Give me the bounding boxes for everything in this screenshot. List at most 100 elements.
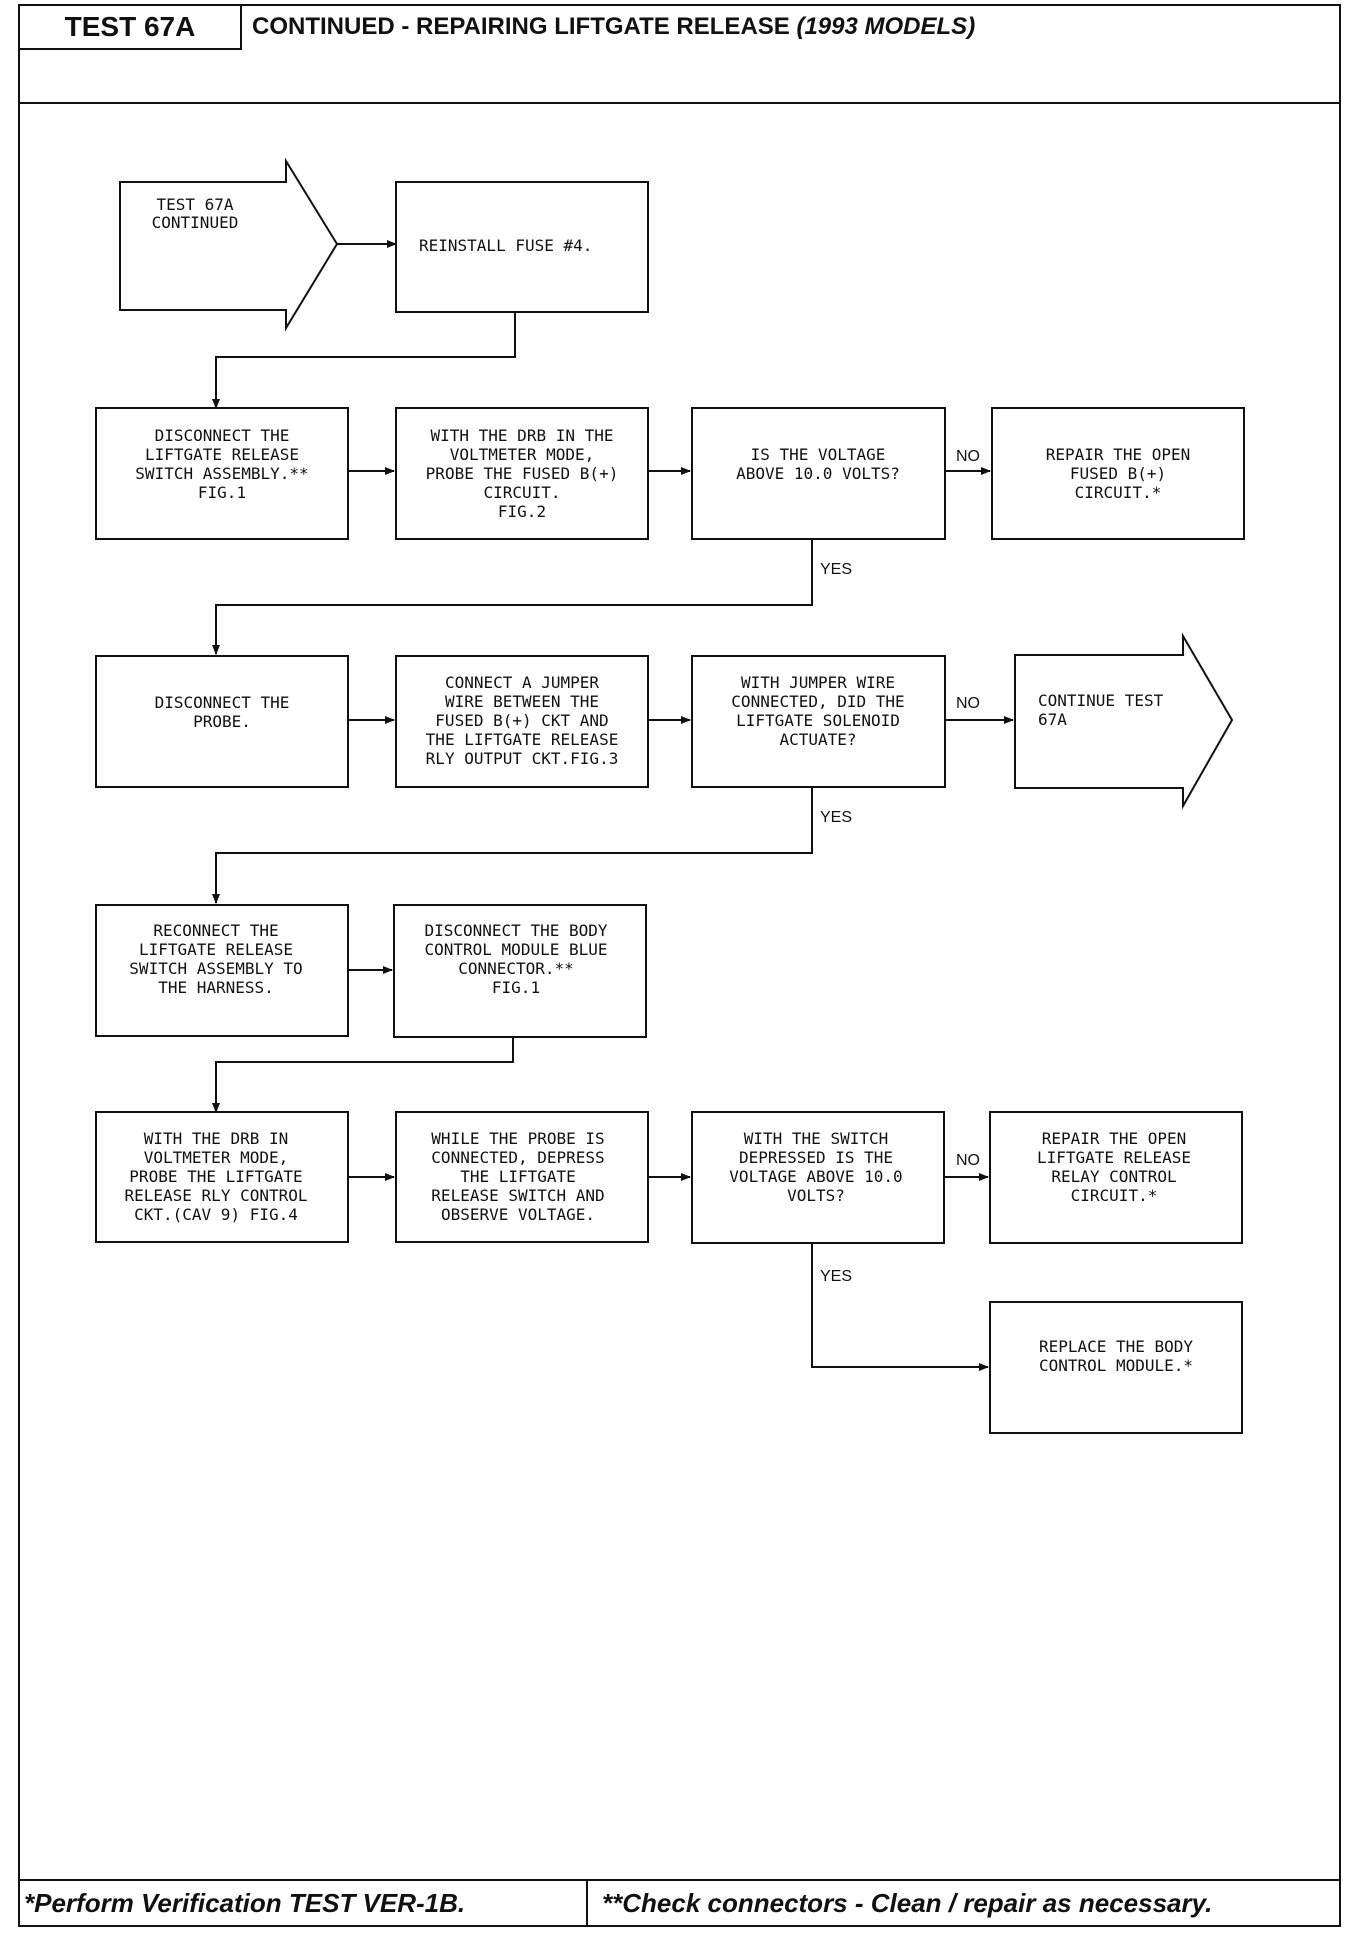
footnote-connectors: **Check connectors - Clean / repair as n…: [602, 1888, 1213, 1918]
text-line: FIG.1: [198, 483, 246, 502]
disconnect-probe-box: [95, 655, 349, 788]
text-line: WITH THE SWITCH: [744, 1129, 889, 1148]
text-line: LIFTGATE SOLENOID: [736, 711, 900, 730]
text-line: RECONNECT THE: [153, 921, 278, 940]
text-line: CONNECT A JUMPER: [445, 673, 599, 692]
text-line: OBSERVE VOLTAGE.: [441, 1205, 595, 1224]
text-line: RELEASE RLY CONTROL: [124, 1186, 307, 1205]
voltage-q1-box: [691, 407, 946, 540]
text-line: FIG.1: [492, 978, 540, 997]
disconnect-bcm-box: [393, 904, 647, 1038]
reinstall-fuse-text: REINSTALL FUSE #4.: [419, 236, 592, 255]
text-line: THE LIFTGATE RELEASE: [426, 730, 619, 749]
text-line: RELAY CONTROL: [1051, 1167, 1176, 1186]
solenoid-q-box: [691, 655, 946, 788]
title-text: CONTINUED - REPAIRING LIFTGATE RELEASE: [252, 13, 790, 40]
text-line: WITH THE DRB IN: [144, 1129, 289, 1148]
text-line: FUSED B(+) CKT AND: [435, 711, 608, 730]
text-line: RLY OUTPUT CKT.FIG.3: [426, 749, 619, 768]
text-line: VOLTAGE ABOVE 10.0: [729, 1167, 902, 1186]
text-line: CIRCUIT.*: [1071, 1186, 1158, 1205]
text-line: LIFTGATE RELEASE: [145, 445, 299, 464]
arrow-q1-yes: [212, 539, 813, 655]
label-no-3: NO: [956, 1152, 980, 1169]
text-line: 67A: [1038, 710, 1067, 729]
footer: *Perform Verification TEST VER-1B. **Che…: [20, 1879, 1339, 1925]
header: TEST 67A CONTINUED - REPAIRING LIFTGATE …: [20, 6, 1339, 104]
text-line: VOLTMETER MODE,: [144, 1148, 289, 1167]
text-line: REINSTALL FUSE #4.: [419, 236, 592, 255]
text-line: LIFTGATE RELEASE: [139, 940, 293, 959]
text-line: TEST 67A: [156, 195, 233, 214]
arrow-bcm-to-drb-relay: [212, 1037, 514, 1113]
text-line: REPAIR THE OPEN: [1042, 1129, 1187, 1148]
continue-arrow-shape: [1014, 632, 1234, 810]
text-line: IS THE VOLTAGE: [751, 445, 886, 464]
text-line: FIG.2: [498, 502, 546, 521]
repair-fused-box: [991, 407, 1245, 540]
arrow-q2-yes: [811, 1244, 989, 1371]
text-line: CONTROL MODULE BLUE: [424, 940, 607, 959]
reinstall-fuse-box: [395, 181, 649, 313]
text-line: THE LIFTGATE: [460, 1167, 576, 1186]
text-line: ABOVE 10.0 VOLTS?: [736, 464, 900, 483]
footnote-verification: *Perform Verification TEST VER-1B.: [20, 1881, 588, 1925]
text-line: VOLTS?: [787, 1186, 845, 1205]
text-line: WIRE BETWEEN THE: [445, 692, 599, 711]
label-yes-3: YES: [820, 1268, 852, 1285]
text-line: WHILE THE PROBE IS: [431, 1129, 604, 1148]
text-line: LIFTGATE RELEASE: [1037, 1148, 1191, 1167]
page-title: CONTINUED - REPAIRING LIFTGATE RELEASE (…: [252, 12, 975, 42]
text-line: WITH JUMPER WIRE: [741, 673, 895, 692]
arrow-solenoid-yes: [212, 787, 813, 904]
text-line: CIRCUIT.*: [1075, 483, 1162, 502]
disconnect-switch-box: [95, 407, 349, 540]
text-line: CONTINUE TEST: [1038, 691, 1164, 710]
text-line: CKT.(CAV 9) FIG.4: [134, 1205, 298, 1224]
label-no-2: NO: [956, 695, 980, 712]
text-line: THE HARNESS.: [158, 978, 274, 997]
title-models: (1993 MODELS): [796, 13, 976, 40]
text-line: PROBE.: [193, 712, 251, 731]
text-line: REPAIR THE OPEN: [1046, 445, 1191, 464]
text-line: DISCONNECT THE BODY: [424, 921, 607, 940]
text-line: SWITCH ASSEMBLY.**: [135, 464, 308, 483]
replace-bcm-box: [989, 1301, 1243, 1434]
connectors: [212, 240, 1014, 1371]
text-line: CONTROL MODULE.*: [1039, 1356, 1193, 1375]
label-yes-1: YES: [820, 561, 852, 578]
text-line: PROBE THE FUSED B(+): [426, 464, 619, 483]
reconnect-box: [95, 904, 349, 1037]
text-line: WITH THE DRB IN THE: [430, 426, 613, 445]
test-id: TEST 67A: [20, 6, 242, 50]
text-line: FUSED B(+): [1070, 464, 1166, 483]
text-line: PROBE THE LIFTGATE: [129, 1167, 302, 1186]
